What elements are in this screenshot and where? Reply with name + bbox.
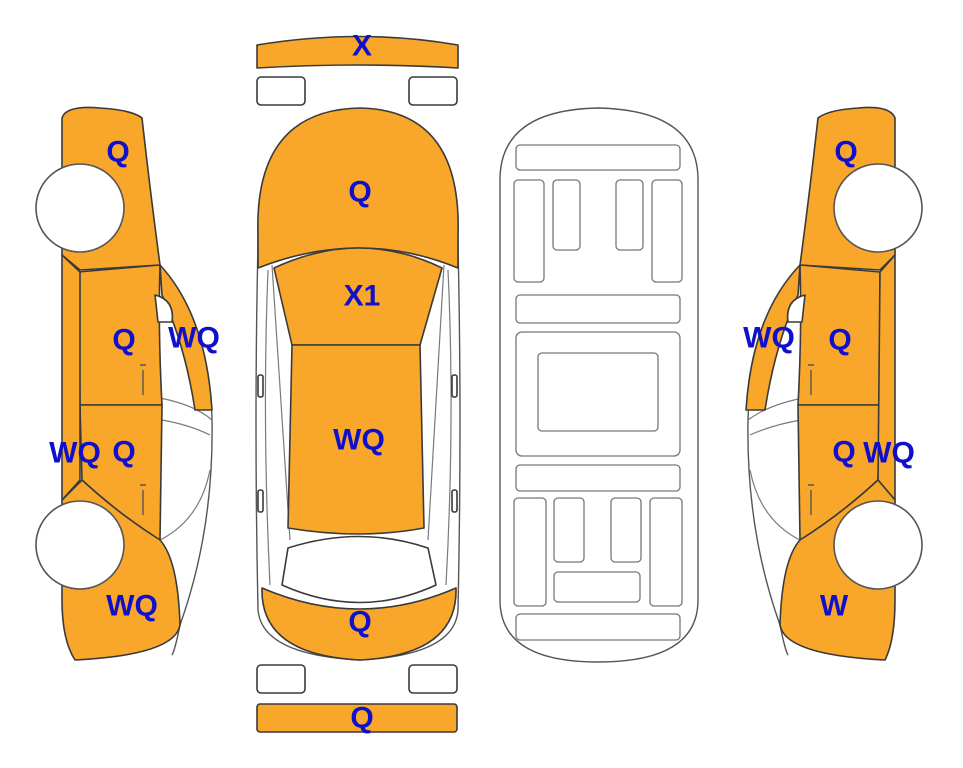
headlight-right (408, 76, 458, 106)
code-right-front-door: Q (828, 324, 851, 357)
code-rear-bumper: Q (350, 702, 373, 735)
right-front-pillar-panel[interactable] (745, 264, 801, 411)
code-roof-rear: WQ (333, 424, 385, 457)
taillight-right (408, 664, 458, 694)
code-right-front-fender: Q (834, 136, 857, 169)
right-front-wheel (833, 163, 923, 253)
code-trunk: Q (348, 606, 371, 639)
underbody-outline (499, 107, 699, 663)
code-left-rear-door: Q (112, 436, 135, 469)
car-underbody-view (499, 107, 699, 663)
rear-window (281, 535, 437, 604)
left-rocker-panel[interactable] (61, 254, 81, 501)
left-front-window (154, 294, 174, 323)
code-right-rear-quarter: W (820, 590, 849, 623)
roof-panel[interactable] (287, 344, 425, 535)
code-right-rear-pillar: WQ (863, 437, 915, 470)
front-bumper-panel[interactable] (256, 35, 459, 69)
damage-code-labels: X Q X1 WQ Q Q Q Q WQ WQ Q WQ Q WQ Q Q WQ… (49, 30, 915, 735)
trunk-panel[interactable] (261, 587, 457, 661)
code-left-front-fender: Q (106, 136, 129, 169)
code-left-front-door: Q (112, 324, 135, 357)
left-rear-wheel (35, 500, 125, 590)
code-front-bumper: X (352, 30, 372, 63)
taillight-left (256, 664, 306, 694)
code-left-rear-quarter: WQ (106, 590, 158, 623)
car-top-view (255, 35, 461, 733)
code-hood: Q (348, 176, 371, 209)
car-left-side-view (35, 106, 213, 661)
left-front-pillar-panel[interactable] (159, 264, 213, 411)
code-left-rocker: WQ (49, 437, 101, 470)
windshield-panel[interactable] (273, 247, 443, 346)
code-right-front-pillar: WQ (743, 322, 795, 355)
code-right-rear-door: Q (832, 436, 855, 469)
right-rear-wheel (833, 500, 923, 590)
left-front-wheel (35, 163, 125, 253)
car-right-side-view (745, 106, 923, 661)
rear-bumper-panel[interactable] (256, 703, 458, 733)
code-left-front-pillar: WQ (168, 322, 220, 355)
right-front-window (786, 294, 806, 323)
headlight-left (256, 76, 306, 106)
code-windshield-roof: X1 (344, 280, 381, 313)
